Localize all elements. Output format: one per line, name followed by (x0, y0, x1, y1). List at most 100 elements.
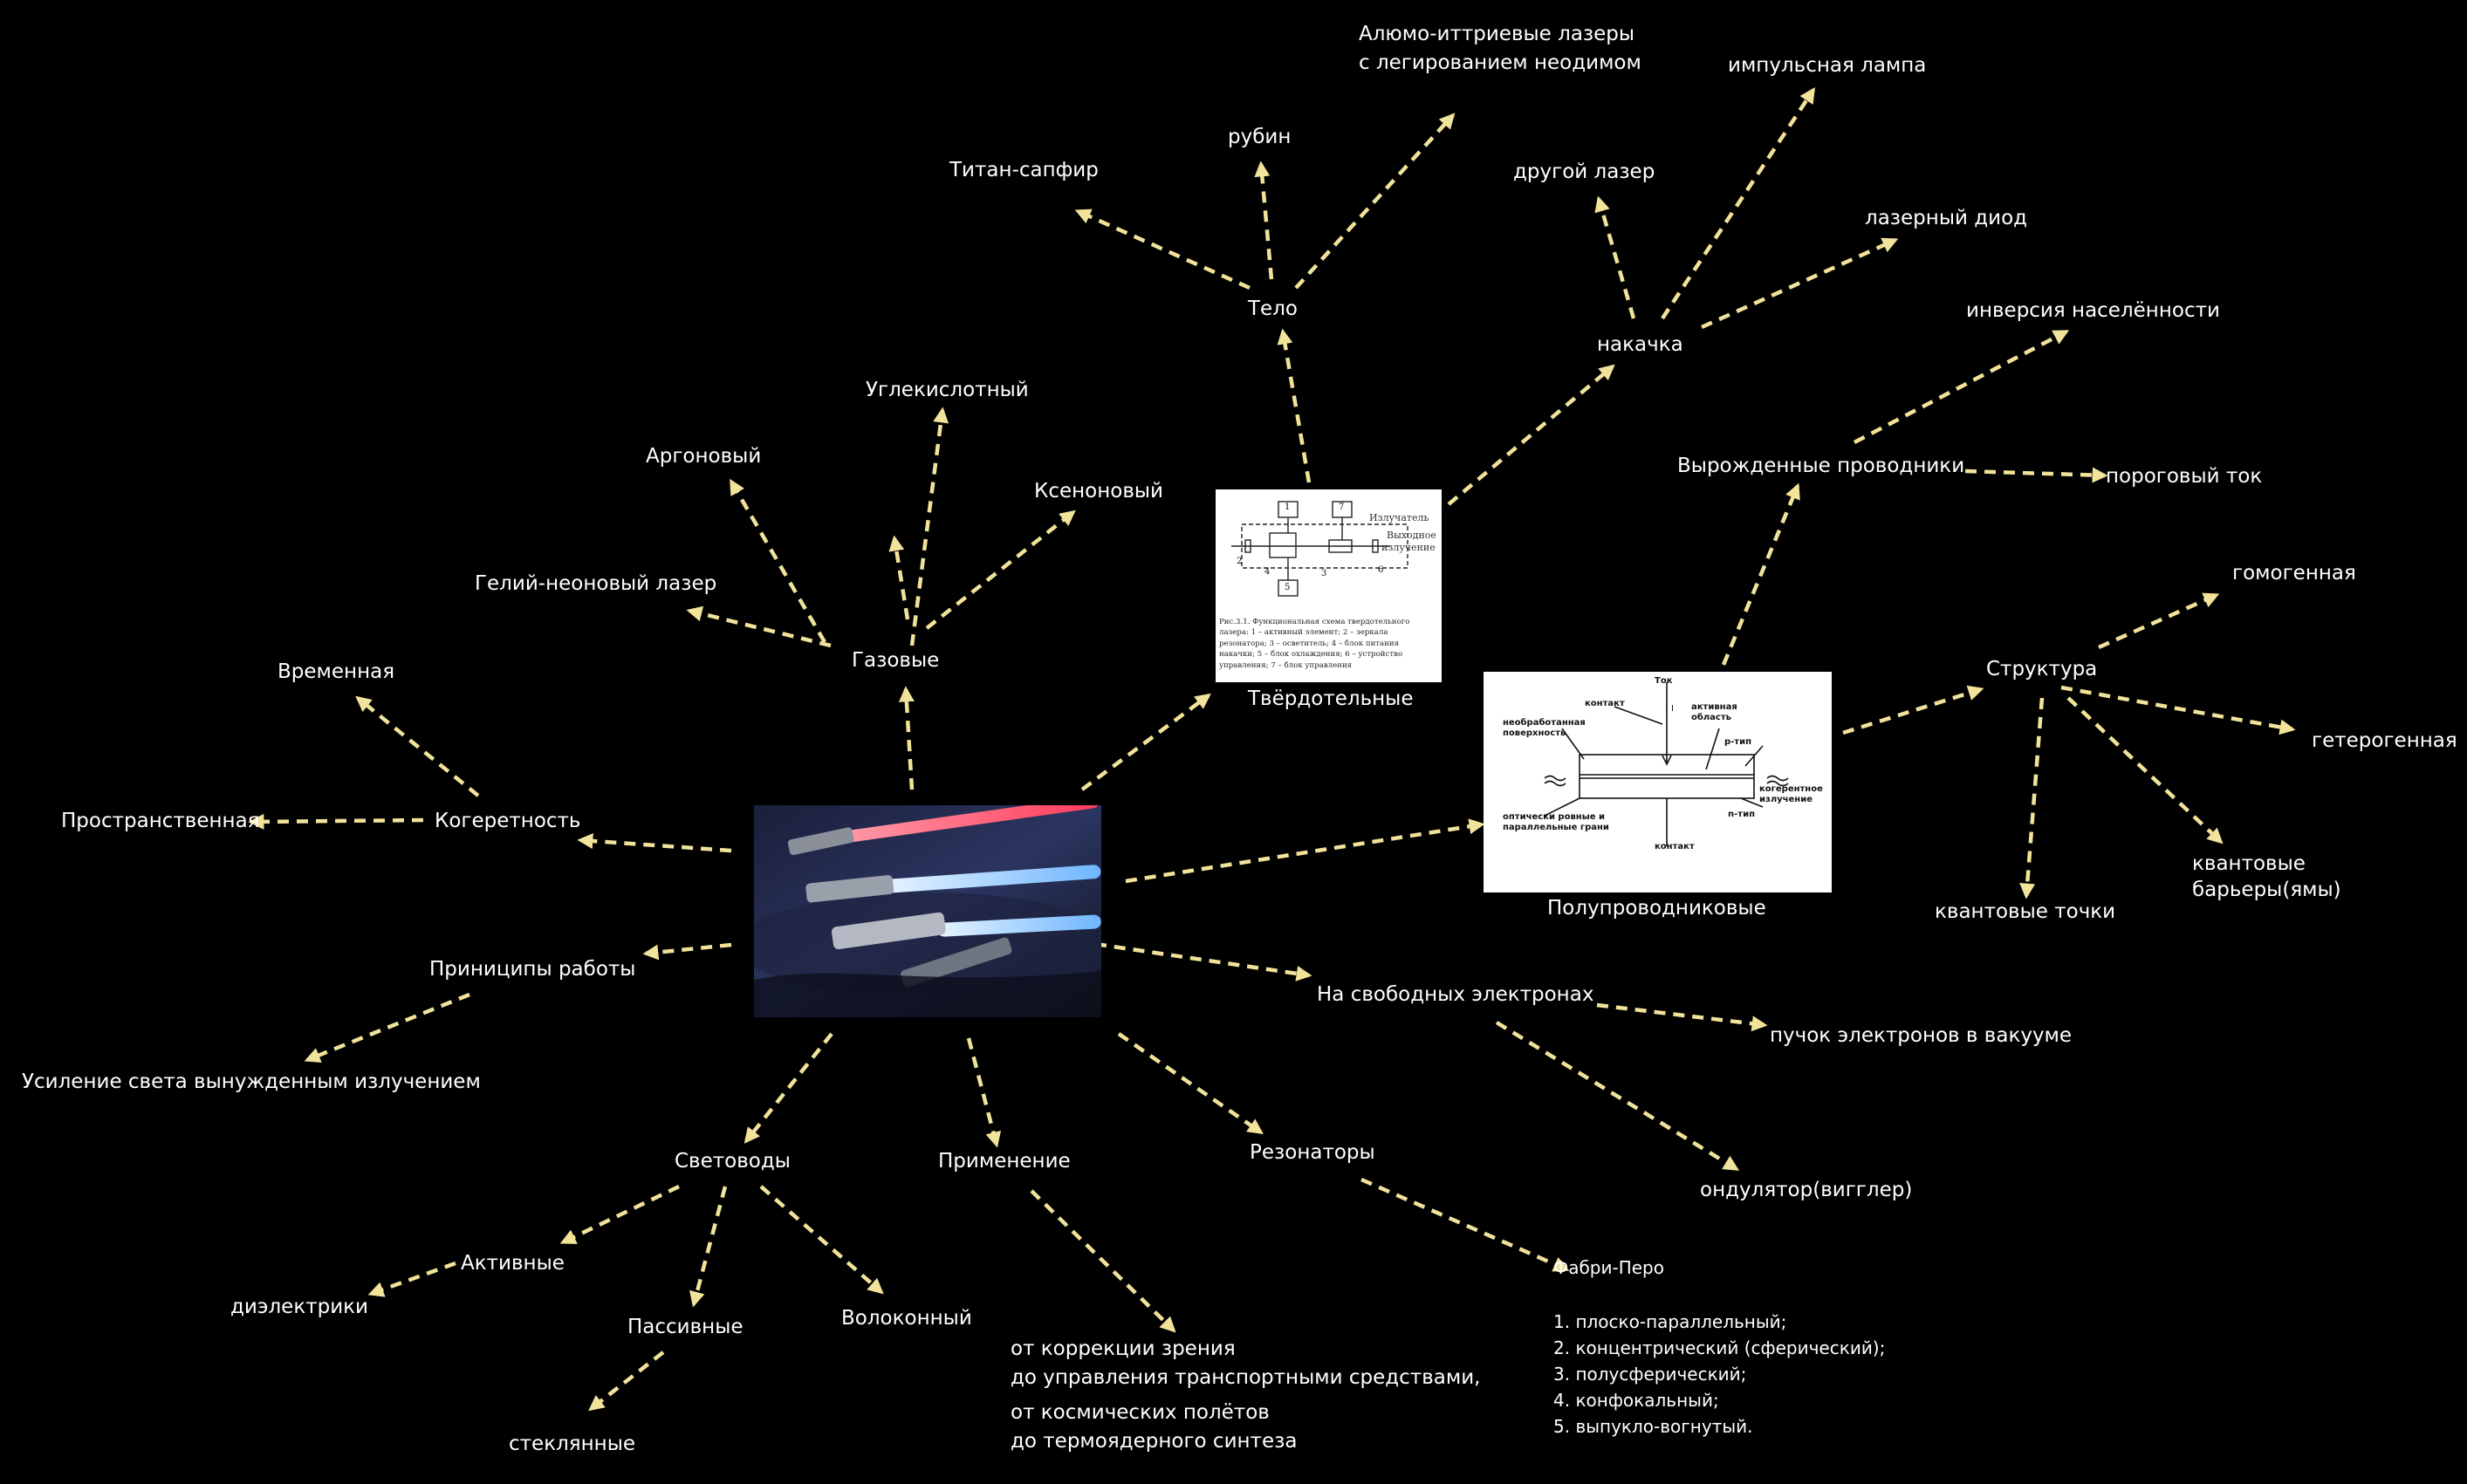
node-yag: Алюмо-иттриевые лазеры с легированием не… (1359, 20, 1641, 79)
connector-arrow (588, 1351, 665, 1412)
node-co2: Углекислотный (866, 379, 1029, 401)
connector-arrow (1360, 1177, 1570, 1272)
connector-arrow (1596, 1002, 1768, 1032)
connector-arrow (1125, 818, 1485, 884)
node-principles: Приниципы работы (429, 958, 636, 981)
solid-state-laser-figure: 1 7 5 2 3 4 6 Излучатель Выходное излуче… (1216, 489, 1442, 682)
connector-arrow (744, 1032, 833, 1144)
node-quantum-wells-line: барьеры(ямы) (2192, 878, 2341, 901)
figure-caption: Рис.3.1. Функциональная схема твердотель… (1219, 617, 1437, 671)
node-ruby: рубин (1228, 126, 1292, 148)
connector-arrow (1074, 209, 1251, 291)
node-gas: Газовые (852, 649, 940, 672)
connector-arrow (1294, 113, 1456, 290)
figure-output-label-2: излучение (1381, 542, 1436, 553)
node-heterogeneous: гетерогенная (2312, 729, 2457, 752)
node-application: Применение (938, 1150, 1071, 1173)
node-laser-diode: лазерный диод (1865, 207, 2028, 229)
figure-label-3: 3 (1321, 569, 1327, 578)
figure-label-6: 6 (1378, 565, 1384, 575)
node-free-electron: На свободных электронах (1317, 983, 1594, 1006)
connector-arrow (1661, 86, 1815, 320)
semi-contact-bottom: контакт (1655, 842, 1695, 851)
figure-label-7: 7 (1339, 503, 1345, 512)
node-fiber: Волоконный (841, 1307, 972, 1330)
node-inversion: инверсия населённости (1966, 299, 2220, 322)
semi-coherent-1: когерентное (1759, 784, 1823, 794)
semi-faces-1: оптически ровные и (1503, 812, 1606, 822)
figure-label-4: 4 (1264, 567, 1271, 577)
figure-caption-line: управления; 7 – блок управления (1219, 660, 1353, 670)
resonator-type: 2. концентрический (сферический); (1553, 1337, 1886, 1358)
connector-arrow (686, 605, 832, 648)
node-pump: накачка (1597, 333, 1683, 356)
connector-arrow (304, 992, 470, 1063)
connector-arrow (1853, 330, 2070, 444)
semi-p-type: p-тип (1724, 737, 1752, 747)
application-line: от космических полётов (1011, 1400, 1270, 1424)
connector-arrow (1117, 1032, 1264, 1135)
node-undulator: ондулятор(вигглер) (1700, 1179, 1913, 1201)
connector-arrow (909, 407, 949, 646)
semiconductor-laser-figure: Ток I контакт необработанная поверхность… (1484, 672, 1832, 892)
node-temporal: Временная (278, 660, 395, 683)
connector-arrow (355, 695, 480, 797)
semi-marker: I (1671, 704, 1674, 714)
semi-faces-2: параллельные грани (1503, 823, 1609, 832)
resonator-type: 5. выпукло-вогнутый. (1553, 1416, 1753, 1437)
lightsaber-photo (754, 805, 1101, 1017)
connector-arrow (730, 478, 826, 644)
semi-current-label: Ток (1655, 676, 1673, 686)
connector-arrow (642, 942, 732, 961)
node-solid-state: Твёрдотельные (1248, 687, 1414, 710)
node-quantum-wells: квантовые барьеры(ямы) (2192, 851, 2341, 904)
node-ti-sapphire: Титан-сапфир (949, 159, 1099, 181)
figure-caption-line: резонатора; 3 – осветитель; 4 – блок пит… (1219, 639, 1400, 648)
connector-arrow (2019, 697, 2045, 899)
node-stimulated: Усиление света вынужденным излучением (22, 1070, 481, 1093)
connector-arrow (888, 535, 910, 620)
node-passive: Пассивные (627, 1316, 744, 1338)
figure-label-2: 2 (1237, 557, 1243, 566)
node-argon: Аргоновый (646, 445, 762, 468)
connector-arrow (1447, 364, 1615, 506)
figure-caption-line: накачки; 5 – блок охлаждения; 6 – устрой… (1219, 650, 1403, 660)
connector-arrow (2066, 696, 2224, 845)
node-electron-beam: пучок электронов в вакууме (1770, 1024, 2073, 1047)
figure-label-5: 5 (1285, 583, 1291, 592)
application-line: до термоядерного синтеза (1011, 1430, 1298, 1453)
connector-arrow (925, 509, 1076, 630)
node-resonators: Резонаторы (1250, 1141, 1375, 1164)
application-line: от коррекции зрения (1011, 1337, 1236, 1360)
resonator-type: 3. полусферический; (1553, 1364, 1747, 1385)
connector-arrow (577, 833, 732, 853)
node-he-ne: Гелий-неоновый лазер (475, 572, 717, 595)
semi-contact-top: контакт (1585, 699, 1625, 708)
figure-output-label: Выходное (1387, 530, 1436, 541)
connector-arrow (1842, 685, 1984, 735)
node-threshold: пороговый ток (2106, 465, 2263, 488)
node-yag-line: с легированием неодимом (1359, 51, 1641, 75)
node-structure: Структура (1986, 658, 2098, 680)
connector-arrow (1701, 237, 1899, 330)
connector-arrow (559, 1184, 680, 1245)
node-other-laser: другой лазер (1513, 161, 1655, 183)
resonator-type-list: 1. плоско-параллельный; 2. концентрическ… (1553, 1309, 1885, 1440)
node-application-text: от коррекции зрения до управления трансп… (1011, 1335, 1480, 1456)
application-line: до управления транспортными средствами, (1011, 1366, 1481, 1390)
node-yag-line: Алюмо-иттриевые лазеры (1359, 23, 1635, 45)
node-dielectrics: диэлектрики (230, 1296, 369, 1318)
connector-arrow (1277, 328, 1312, 483)
node-quantum-dots: квантовые точки (1935, 900, 2116, 923)
figure-label-1: 1 (1285, 503, 1291, 512)
connector-arrow (248, 813, 424, 830)
node-semiconductor: Полупроводниковые (1547, 897, 1766, 920)
node-glass: стеклянные (509, 1433, 636, 1455)
semi-active-2: область (1691, 713, 1731, 722)
resonator-type: 1. плоско-параллельный; (1553, 1311, 1787, 1332)
semi-rough-1: необработанная (1503, 718, 1586, 728)
node-body: Тело (1248, 297, 1298, 320)
connector-arrow (966, 1037, 1002, 1148)
semi-rough-2: поверхность (1503, 728, 1566, 738)
